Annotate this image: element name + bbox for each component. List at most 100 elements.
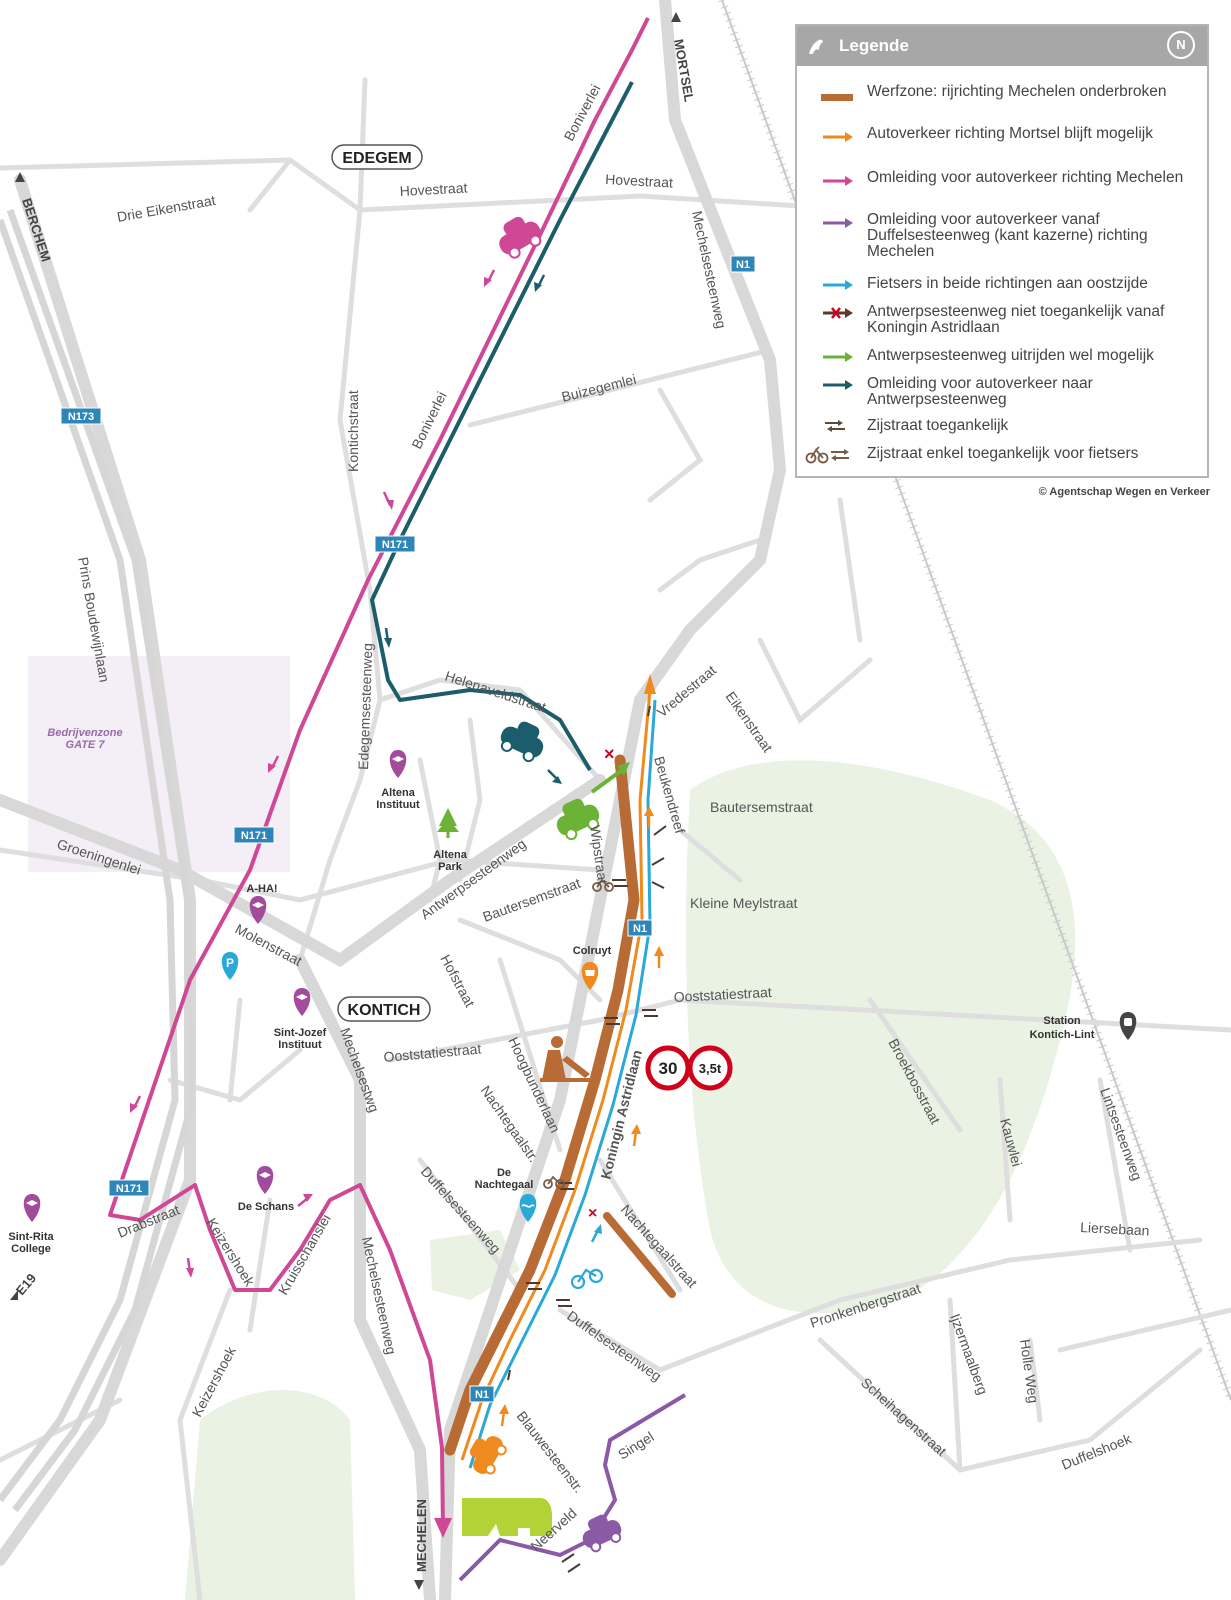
legend-label: Zijstraat toegankelijk xyxy=(867,417,1009,434)
park-area xyxy=(185,1390,355,1600)
svg-text:P: P xyxy=(226,956,234,970)
legend-header: Legende N xyxy=(797,26,1207,66)
side-street-markers xyxy=(507,705,667,1573)
street-label: Hovestraat xyxy=(605,171,674,191)
street-label: Drie Eikenstraat xyxy=(116,192,217,225)
legend-label: Zijstraat enkel toegankelijk voor fietse… xyxy=(867,445,1139,462)
place-label: Nachtegaal xyxy=(475,1179,534,1191)
speed-limit-value: 30 xyxy=(659,1059,678,1078)
n1-shield: N1 xyxy=(469,1385,495,1403)
street-label: Hofstraat xyxy=(437,952,478,1010)
n173-shield: N173 xyxy=(60,407,102,425)
street-label: Eikenstraat xyxy=(723,689,776,756)
green-arrow-icon xyxy=(823,352,853,362)
exit-possible-arrow xyxy=(590,768,624,794)
street-label: Buizegemlei xyxy=(560,371,638,405)
legend-label: Omleiding voor autoverkeer richting Mech… xyxy=(867,169,1184,186)
direction-arrow-icon xyxy=(15,172,25,182)
elephant-logo xyxy=(462,1498,552,1536)
place-label: De Schans xyxy=(238,1201,294,1213)
town-name: EDEGEM xyxy=(342,150,411,167)
detour-to-antwerpsesteenweg xyxy=(370,81,634,772)
place-label: College xyxy=(11,1243,51,1255)
legend-title: Legende xyxy=(839,36,909,55)
street-label: Scheihagenstraat xyxy=(858,1374,950,1459)
legend-label: Autoverkeer richting Mortsel blijft moge… xyxy=(867,125,1153,142)
school-pin-icon xyxy=(23,1194,41,1222)
zone-label: Bedrijvenzone xyxy=(47,727,122,739)
n171-shield: N171 xyxy=(374,535,416,553)
place-label: Park xyxy=(438,861,463,873)
tree-icon xyxy=(437,808,459,838)
school-pin-icon xyxy=(249,896,267,924)
town-label-edegem: EDEGEM xyxy=(331,144,423,170)
no-access-arrow-icon xyxy=(823,307,853,319)
cyan-arrow-icon xyxy=(823,280,853,290)
orange-arrow-icon xyxy=(823,132,853,142)
street-label: Kontichstraat xyxy=(345,390,361,472)
place-label: Altena xyxy=(381,787,416,799)
speed-limit-sign: 30 xyxy=(645,1045,691,1091)
shield-label: N171 xyxy=(241,830,267,842)
street-label: Hovestraat xyxy=(399,179,468,199)
lion-logo-icon xyxy=(809,39,823,54)
street-label: Ooststatiestraat xyxy=(673,984,772,1005)
street-label: Ooststatiestraat xyxy=(383,1040,482,1064)
place-label: Station xyxy=(1043,1015,1081,1027)
bike-two-way-icon xyxy=(805,446,849,464)
detour-to-mechelen xyxy=(108,17,650,1531)
street-label: Bautersemstraat xyxy=(481,875,583,925)
car-icon xyxy=(499,216,542,259)
direction-arrow-icon xyxy=(671,12,681,22)
n171-shield: N171 xyxy=(108,1179,150,1197)
legend-label: Antwerpsesteenweg uitrijden wel mogelijk xyxy=(867,347,1154,364)
cyclist-route xyxy=(468,699,657,1469)
magenta-arrow-icon xyxy=(823,176,853,186)
street-label: Bautersemstraat xyxy=(710,799,813,815)
shop-pin-icon xyxy=(581,962,599,990)
street-label: Kleine Meylstraat xyxy=(690,895,797,911)
teal-arrow-icon xyxy=(823,380,853,390)
street-label: Holle Weg xyxy=(1017,1338,1042,1404)
direction-arrows xyxy=(130,269,664,1427)
place-label: Sint-Rita xyxy=(8,1231,54,1243)
school-pin-icon xyxy=(389,750,407,778)
park-area xyxy=(686,760,1076,1314)
street-label: Beukendreef xyxy=(651,754,688,835)
train-station-icon xyxy=(1119,1012,1137,1040)
nachtegaalstraat-worksite xyxy=(603,1212,676,1298)
north-arrow-icon: N xyxy=(1167,31,1195,59)
legend-label: Omleiding voor autoverkeer naar Antwerps… xyxy=(867,375,1093,408)
town-name: KONTICH xyxy=(348,1002,421,1019)
weight-limit-sign: 3,5t xyxy=(687,1045,733,1091)
shield-label: N171 xyxy=(116,1183,142,1195)
town-label-kontich: KONTICH xyxy=(337,996,431,1022)
direction-arrow-icon xyxy=(10,1290,18,1300)
motorway xyxy=(0,208,194,1513)
worksite-bar-icon xyxy=(821,94,853,101)
street-label: Boniverlei xyxy=(408,389,449,451)
shield-label: N173 xyxy=(68,411,94,423)
legend-label: Werfzone: rijrichting Mechelen onderbrok… xyxy=(867,83,1167,100)
orange-route-arrow xyxy=(644,674,656,694)
car-icon xyxy=(500,721,544,763)
place-label: Sint-Jozef xyxy=(274,1027,327,1039)
street-label: Kruisschanslei xyxy=(275,1211,334,1297)
legend-label: Antwerpsesteenweg niet toegankelijk vana… xyxy=(867,303,1165,336)
place-label: Instituut xyxy=(376,799,420,811)
n1-shield: N1 xyxy=(627,919,653,937)
car-icon xyxy=(556,798,600,841)
place-label: Instituut xyxy=(278,1039,322,1051)
place-label: Colruyt xyxy=(573,945,612,957)
place-label: De xyxy=(497,1167,511,1179)
place-label: Kontich-Lint xyxy=(1030,1029,1095,1041)
shield-label: N1 xyxy=(475,1389,489,1401)
detour-end-arrow xyxy=(434,1518,452,1538)
bicycle-icon xyxy=(570,1268,604,1290)
roadwork-icon xyxy=(540,1036,592,1082)
shield-label: N1 xyxy=(736,259,750,271)
street-label: Blauwesteenstr. xyxy=(514,1408,587,1496)
n171-shield: N171 xyxy=(233,826,275,844)
detour-from-duffelsesteenweg xyxy=(458,1393,687,1582)
